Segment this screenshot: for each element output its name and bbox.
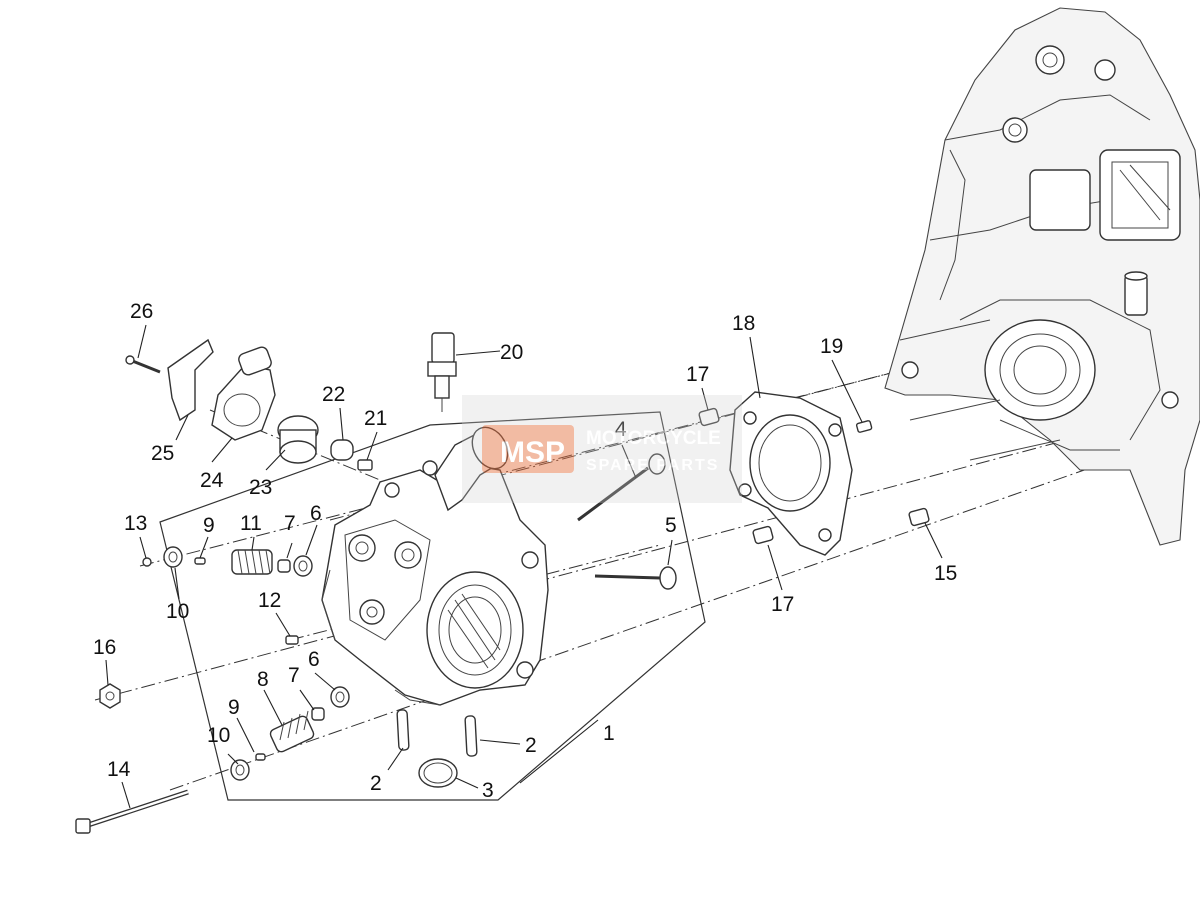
callout-2: 2	[370, 772, 382, 795]
oring-3	[418, 758, 458, 788]
callout-23: 23	[249, 476, 272, 499]
callout-11: 11	[240, 512, 262, 535]
seal-7-lower	[311, 707, 325, 721]
callout-9: 9	[228, 696, 240, 719]
callout-24: 24	[200, 469, 224, 492]
callout-17: 17	[771, 593, 794, 616]
callout-2: 2	[525, 734, 537, 757]
seal-7-upper	[277, 559, 291, 573]
pin-2-right	[464, 715, 478, 757]
callout-6: 6	[310, 502, 322, 525]
collet-9-lower	[255, 753, 266, 761]
dowel-17-bottom	[752, 525, 774, 545]
pin-2-left	[396, 709, 410, 751]
washer-6-lower	[330, 686, 350, 708]
cap-13	[142, 557, 152, 567]
washer-6-upper	[293, 555, 313, 577]
callout-19: 19	[820, 335, 843, 358]
callout-4: 4	[615, 418, 627, 441]
pin-19	[855, 420, 873, 433]
spring-11	[231, 549, 273, 575]
cylinder-head	[321, 426, 549, 706]
collet-9-upper	[194, 557, 206, 565]
callout-10: 10	[166, 600, 189, 623]
dowel-15	[908, 507, 930, 527]
callout-13: 13	[124, 512, 147, 535]
callout-3: 3	[482, 779, 494, 802]
valve-4	[577, 453, 666, 522]
watermark-logo: MSP	[482, 425, 574, 473]
nut-16	[99, 683, 121, 709]
callout-18: 18	[732, 312, 755, 335]
callout-12: 12	[258, 589, 281, 612]
callout-1: 1	[603, 722, 615, 745]
cylinder-head-assembly-outline	[159, 411, 706, 801]
retainer-10-upper	[163, 546, 183, 568]
callout-21: 21	[364, 407, 387, 430]
dowel-17-top	[698, 407, 720, 427]
callout-7: 7	[288, 664, 300, 687]
callout-22: 22	[322, 383, 345, 406]
leader-lines	[105, 324, 943, 809]
callout-26: 26	[130, 300, 153, 323]
watermark-logo-letters: MSP	[500, 436, 565, 469]
watermark: MSP MOTORCYCLE SPARE PARTS	[462, 395, 742, 503]
callout-7: 7	[284, 512, 296, 535]
callout-20: 20	[500, 341, 523, 364]
temperature-sensor	[427, 332, 457, 412]
callout-25: 25	[151, 442, 174, 465]
watermark-line1: MOTORCYCLE	[586, 428, 721, 449]
callout-16: 16	[93, 636, 116, 659]
cap-22	[330, 439, 354, 461]
valve-5	[594, 566, 677, 590]
stud-14	[75, 789, 189, 834]
retainer-10-lower	[230, 759, 250, 781]
callout-8: 8	[257, 668, 269, 691]
screw-26	[125, 355, 161, 374]
callout-6: 6	[308, 648, 320, 671]
pin-12	[285, 635, 299, 645]
callout-15: 15	[934, 562, 957, 585]
bracket-25	[167, 338, 214, 422]
callout-numbers: 1 2 2 3 4 5 6 6 7 7 8 9 9 10 10 11 12 13…	[93, 300, 957, 802]
callout-17: 17	[686, 363, 709, 386]
thermostat-23	[277, 415, 319, 464]
spring-8	[269, 710, 315, 753]
callout-10: 10	[207, 724, 230, 747]
callout-5: 5	[665, 514, 677, 537]
engine-crankcase	[884, 7, 1200, 546]
callout-9: 9	[203, 514, 215, 537]
thermostat-housing-24	[211, 346, 276, 441]
watermark-line2: SPARE PARTS	[586, 457, 719, 474]
head-gasket	[729, 391, 853, 556]
fitting-21	[357, 459, 373, 471]
callout-14: 14	[107, 758, 131, 781]
